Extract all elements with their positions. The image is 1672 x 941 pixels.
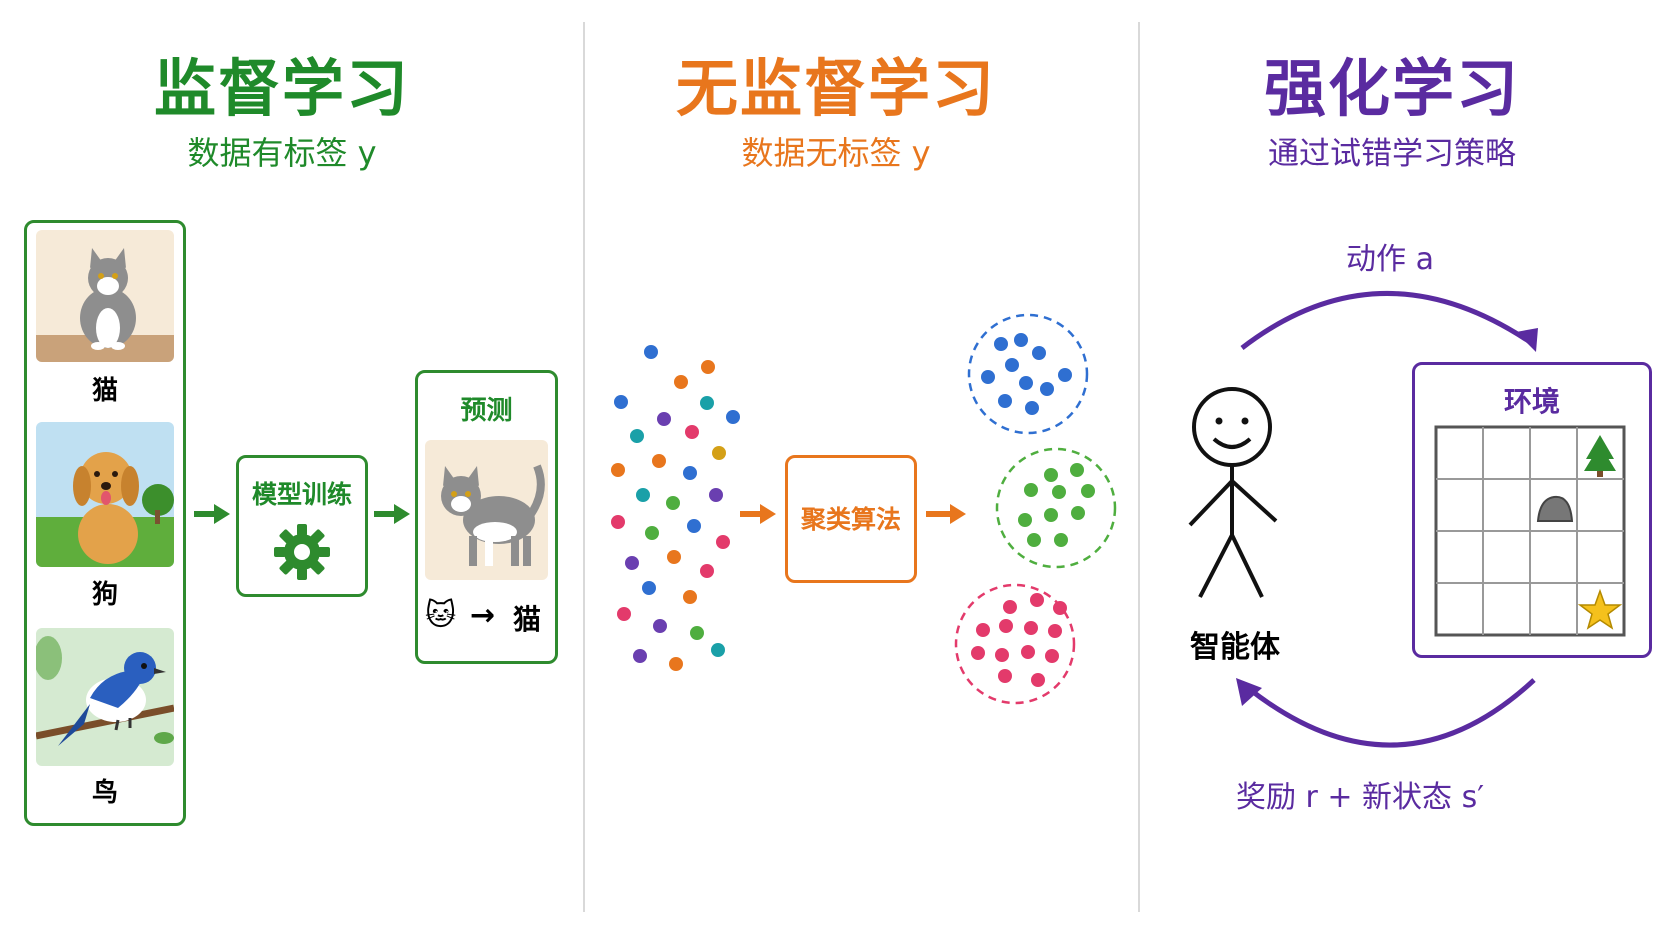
data-point [701, 360, 715, 374]
cluster-pink [953, 582, 1077, 706]
sample-label-cat: 猫 [91, 376, 118, 406]
arrow-right-icon [926, 502, 966, 526]
environment-label: 环境 [1503, 385, 1560, 418]
data-point [652, 454, 666, 468]
data-point [683, 590, 697, 604]
supervised-title: 监督学习 [153, 52, 410, 125]
result-arrow: → [470, 598, 496, 633]
data-point [630, 429, 644, 443]
bird-image [36, 628, 174, 766]
data-point [644, 345, 658, 359]
arrow-right-icon [374, 502, 410, 526]
data-point [611, 515, 625, 529]
data-point [636, 488, 650, 502]
data-point [700, 396, 714, 410]
data-point [645, 526, 659, 540]
data-point [674, 375, 688, 389]
supervised-subtitle: 数据有标签 y [187, 134, 377, 172]
reinforcement-subtitle: 通过试错学习策略 [1268, 136, 1516, 172]
predicted-cat-image [425, 440, 548, 580]
data-point [617, 607, 631, 621]
agent-stick-figure-icon [1186, 385, 1286, 605]
tree-icon [1584, 435, 1616, 477]
data-point [685, 425, 699, 439]
data-point [614, 395, 628, 409]
cat-face-icon: 🐱 [425, 598, 457, 633]
dog-image [36, 422, 174, 567]
star-icon [1577, 588, 1623, 630]
clustering-algorithm-label: 聚类算法 [800, 505, 901, 534]
reward-arrow-icon [1228, 676, 1548, 766]
data-point [666, 496, 680, 510]
gear-icon [272, 522, 332, 582]
agent-label: 智能体 [1190, 630, 1280, 665]
rock-icon [1536, 495, 1574, 522]
data-point [700, 564, 714, 578]
data-point [625, 556, 639, 570]
data-point [667, 550, 681, 564]
arrow-right-icon [740, 502, 776, 526]
data-point [716, 535, 730, 549]
data-point [726, 410, 740, 424]
reward-label: 奖励 r + 新状态 s′ [1235, 780, 1485, 815]
sample-label-bird: 鸟 [91, 778, 118, 808]
data-point [642, 581, 656, 595]
data-point [683, 466, 697, 480]
prediction-label: 预测 [460, 396, 513, 426]
arrow-right-icon [194, 502, 230, 526]
reinforcement-title: 强化学习 [1263, 52, 1520, 125]
cluster-green [994, 446, 1118, 570]
section-divider-2 [1138, 22, 1140, 912]
environment-grid [1434, 425, 1626, 637]
clustering-algorithm-box [785, 455, 917, 583]
data-point [712, 446, 726, 460]
unsupervised-subtitle: 数据无标签 y [741, 134, 931, 172]
data-point [709, 488, 723, 502]
data-point [687, 519, 701, 533]
data-point [669, 657, 683, 671]
action-label: 动作 a [1346, 242, 1434, 277]
sample-label-dog: 狗 [91, 580, 118, 610]
model-training-label: 模型训练 [251, 480, 352, 509]
section-divider-1 [583, 22, 585, 912]
data-point [633, 649, 647, 663]
data-point [711, 643, 725, 657]
cat-image [36, 230, 174, 362]
data-point [690, 626, 704, 640]
data-point [653, 619, 667, 633]
data-point [657, 412, 671, 426]
cluster-blue [966, 312, 1090, 436]
data-point [611, 463, 625, 477]
prediction-result: 猫 [513, 603, 542, 636]
unsupervised-title: 无监督学习 [675, 52, 996, 125]
action-arrow-icon [1230, 272, 1550, 362]
